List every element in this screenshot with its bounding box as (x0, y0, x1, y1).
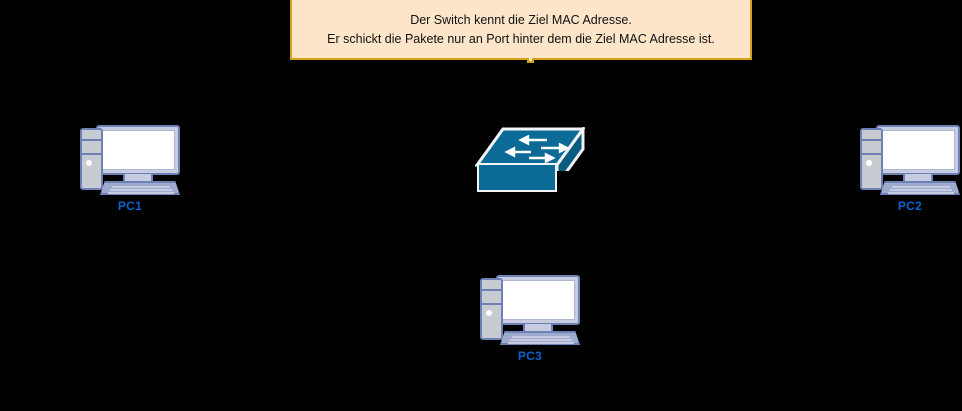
pc-key-row (110, 189, 172, 191)
pc-stand-neck (903, 174, 933, 183)
switch-top-face (475, 127, 585, 171)
pc-tower-icon (80, 128, 103, 190)
pc-keyboard-icon (100, 181, 180, 195)
pc-screen (881, 130, 955, 170)
node-pc3[interactable]: PC3 (470, 275, 590, 363)
pc-stand-neck (523, 324, 553, 333)
pc-monitor-icon (876, 125, 960, 175)
node-switch[interactable] (475, 127, 585, 193)
pc-tower-bay-line (482, 303, 501, 305)
switch-icon (475, 127, 585, 193)
node-label-pc3: PC3 (517, 349, 543, 363)
pc-icon (78, 125, 182, 195)
switch-explanation-callout: Der Switch kennt die Ziel MAC Adresse. E… (290, 0, 752, 60)
pc-monitor-icon (496, 275, 580, 325)
pc-keyboard-icon (880, 181, 960, 195)
pc-key-row (892, 186, 950, 188)
pc-key-row (508, 342, 574, 344)
pc-stand-neck (123, 174, 153, 183)
pc-tower-icon (860, 128, 883, 190)
callout-line-1: Der Switch kennt die Ziel MAC Adresse. (410, 12, 632, 27)
pc-key-row (108, 192, 174, 194)
pc-power-button-icon (486, 310, 492, 316)
pc-screen (501, 280, 575, 320)
pc-icon (858, 125, 962, 195)
switch-front-face (477, 163, 557, 192)
pc-key-row (888, 192, 954, 194)
pc-keyboard-icon (500, 331, 580, 345)
node-label-pc2: PC2 (897, 199, 923, 213)
pc-tower-bay-line (82, 139, 101, 141)
pc-monitor-icon (96, 125, 180, 175)
node-label-pc1: PC1 (117, 199, 143, 213)
pc-tower-icon (480, 278, 503, 340)
callout-line-2: Er schickt die Pakete nur an Port hinter… (327, 31, 715, 46)
pc-key-row (112, 186, 170, 188)
node-pc1[interactable]: PC1 (70, 125, 190, 213)
pc-icon (478, 275, 582, 345)
pc-key-row (510, 339, 572, 341)
pc-key-row (512, 336, 570, 338)
pc-power-button-icon (866, 160, 872, 166)
pc-tower-bay-line (862, 153, 881, 155)
pc-tower-bay-line (482, 289, 501, 291)
pc-key-row (890, 189, 952, 191)
callout-tail (527, 58, 534, 63)
pc-tower-bay-line (862, 139, 881, 141)
pc-screen (101, 130, 175, 170)
node-pc2[interactable]: PC2 (850, 125, 962, 213)
pc-power-button-icon (86, 160, 92, 166)
pc-tower-bay-line (82, 153, 101, 155)
